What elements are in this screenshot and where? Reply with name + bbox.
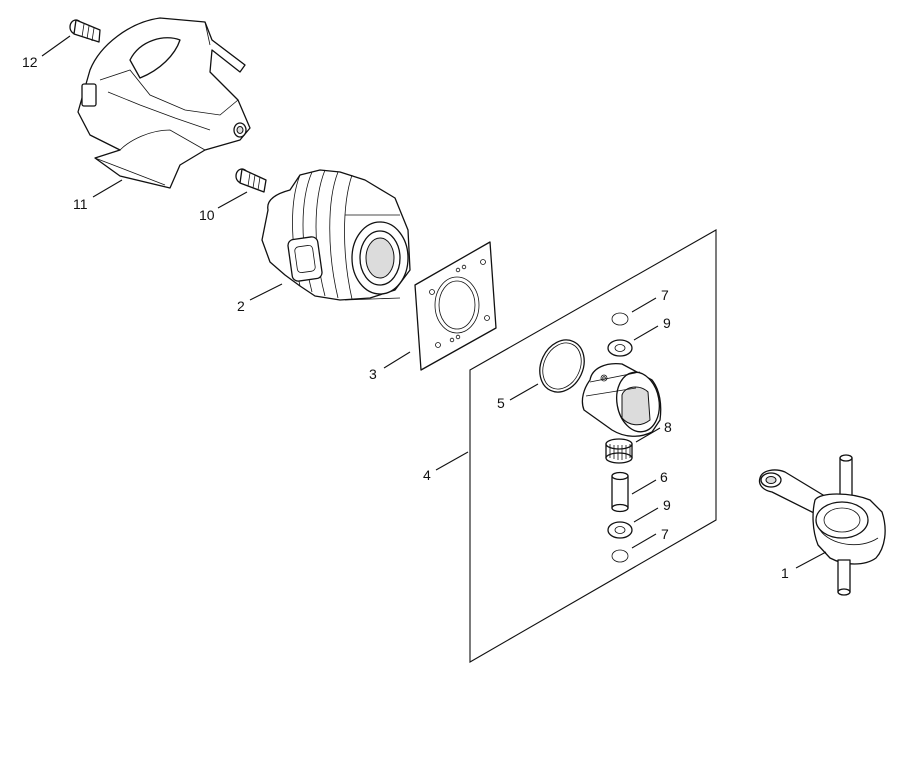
leader-9-top — [633, 325, 659, 341]
part-9-washer-top — [607, 339, 633, 357]
callout-2: 2 — [237, 298, 245, 314]
part-6-piston-pin — [611, 471, 629, 513]
callout-9-bottom: 9 — [663, 497, 671, 513]
callout-9-top: 9 — [663, 315, 671, 331]
part-9-washer-bottom — [607, 521, 633, 539]
callout-1: 1 — [781, 565, 789, 581]
leader-4 — [435, 451, 469, 471]
part-11-cylinder-cover — [77, 17, 251, 189]
leader-5 — [509, 383, 539, 401]
part-3-gasket — [414, 241, 497, 371]
leader-2 — [249, 283, 283, 301]
callout-12: 12 — [22, 54, 38, 70]
part-7-circlip-top — [611, 312, 629, 326]
leader-12 — [41, 35, 71, 57]
leader-7-bottom — [631, 533, 657, 549]
callout-8: 8 — [664, 419, 672, 435]
leader-3 — [383, 351, 411, 369]
callout-labels: 12 11 10 2 3 4 5 7 9 8 6 9 7 1 — [22, 54, 789, 581]
callout-6: 6 — [660, 469, 668, 485]
part-12-bolt — [69, 19, 101, 43]
part-5-piston-ring — [539, 339, 585, 393]
callout-7-top: 7 — [661, 287, 669, 303]
part-10-bolt — [235, 168, 267, 193]
callout-5: 5 — [497, 395, 505, 411]
leader-11 — [92, 179, 123, 198]
leader-lines — [41, 35, 827, 569]
part-2-cylinder — [261, 169, 411, 301]
callout-11: 11 — [73, 196, 88, 212]
part-1-crankshaft — [758, 454, 886, 596]
part-7-circlip-bottom — [611, 549, 629, 563]
callout-7-bottom: 7 — [661, 526, 669, 542]
leader-10 — [217, 191, 248, 209]
leader-6 — [631, 479, 657, 495]
callout-4: 4 — [423, 467, 431, 483]
leader-8 — [635, 427, 661, 443]
piston — [581, 362, 662, 437]
leader-1 — [795, 551, 827, 569]
callout-10: 10 — [199, 207, 215, 223]
part-4-piston-kit-frame — [469, 229, 717, 663]
leader-9-bottom — [633, 507, 659, 523]
part-8-needle-bearing — [605, 438, 633, 464]
callout-3: 3 — [369, 366, 377, 382]
leader-7-top — [631, 297, 657, 313]
